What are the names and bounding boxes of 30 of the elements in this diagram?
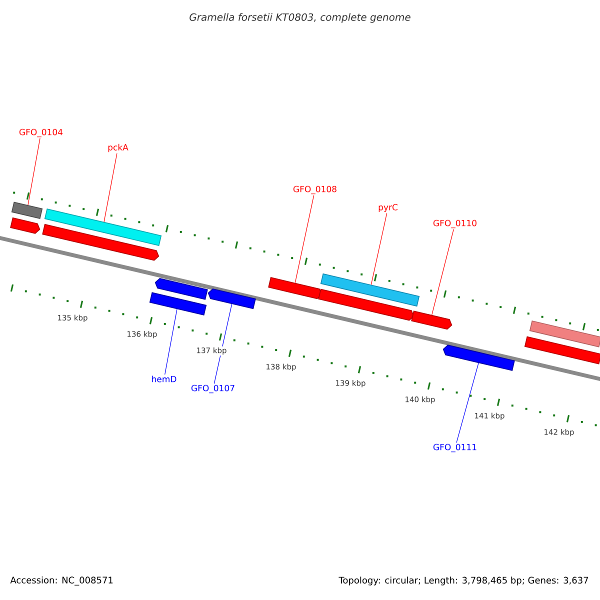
gene-label: pckA bbox=[108, 144, 128, 152]
genome-info-text: Topology: circular; Length: 3,798,465 bp; Genes: 3,637 bbox=[338, 576, 588, 586]
leader-line bbox=[164, 308, 178, 375]
gene-feature bbox=[154, 278, 208, 300]
gene-feature bbox=[268, 277, 322, 300]
gene-label: GFO_0108 bbox=[293, 186, 336, 194]
gene-feature bbox=[318, 288, 414, 321]
gene-label: GFO_0111 bbox=[433, 444, 476, 452]
leader-line bbox=[294, 195, 314, 284]
gene-feature bbox=[10, 217, 40, 234]
gene-label: GFO_0104 bbox=[19, 128, 63, 138]
leader-line bbox=[28, 138, 40, 206]
leader-line bbox=[370, 212, 388, 285]
gene-feature bbox=[208, 288, 256, 310]
leader-line bbox=[214, 304, 232, 384]
gene-feature bbox=[11, 202, 43, 219]
accession-text: Accession: NC_008571 bbox=[10, 576, 113, 586]
gene-label: GFO_0107 bbox=[191, 384, 234, 394]
gene-feature bbox=[44, 208, 162, 246]
gene-feature bbox=[442, 344, 515, 371]
gene-label: hemD bbox=[152, 376, 176, 382]
gene-feature bbox=[529, 320, 600, 348]
leader-line bbox=[104, 153, 118, 222]
leader-line bbox=[432, 229, 454, 316]
gene-label: pyrC bbox=[378, 204, 398, 212]
title: Gramella forsetii KT0803, complete genome bbox=[190, 13, 410, 23]
gene-feature bbox=[411, 310, 452, 330]
gene-feature bbox=[524, 336, 600, 364]
leader-line bbox=[456, 362, 479, 443]
gene-label: GFO_0110 bbox=[433, 220, 476, 228]
